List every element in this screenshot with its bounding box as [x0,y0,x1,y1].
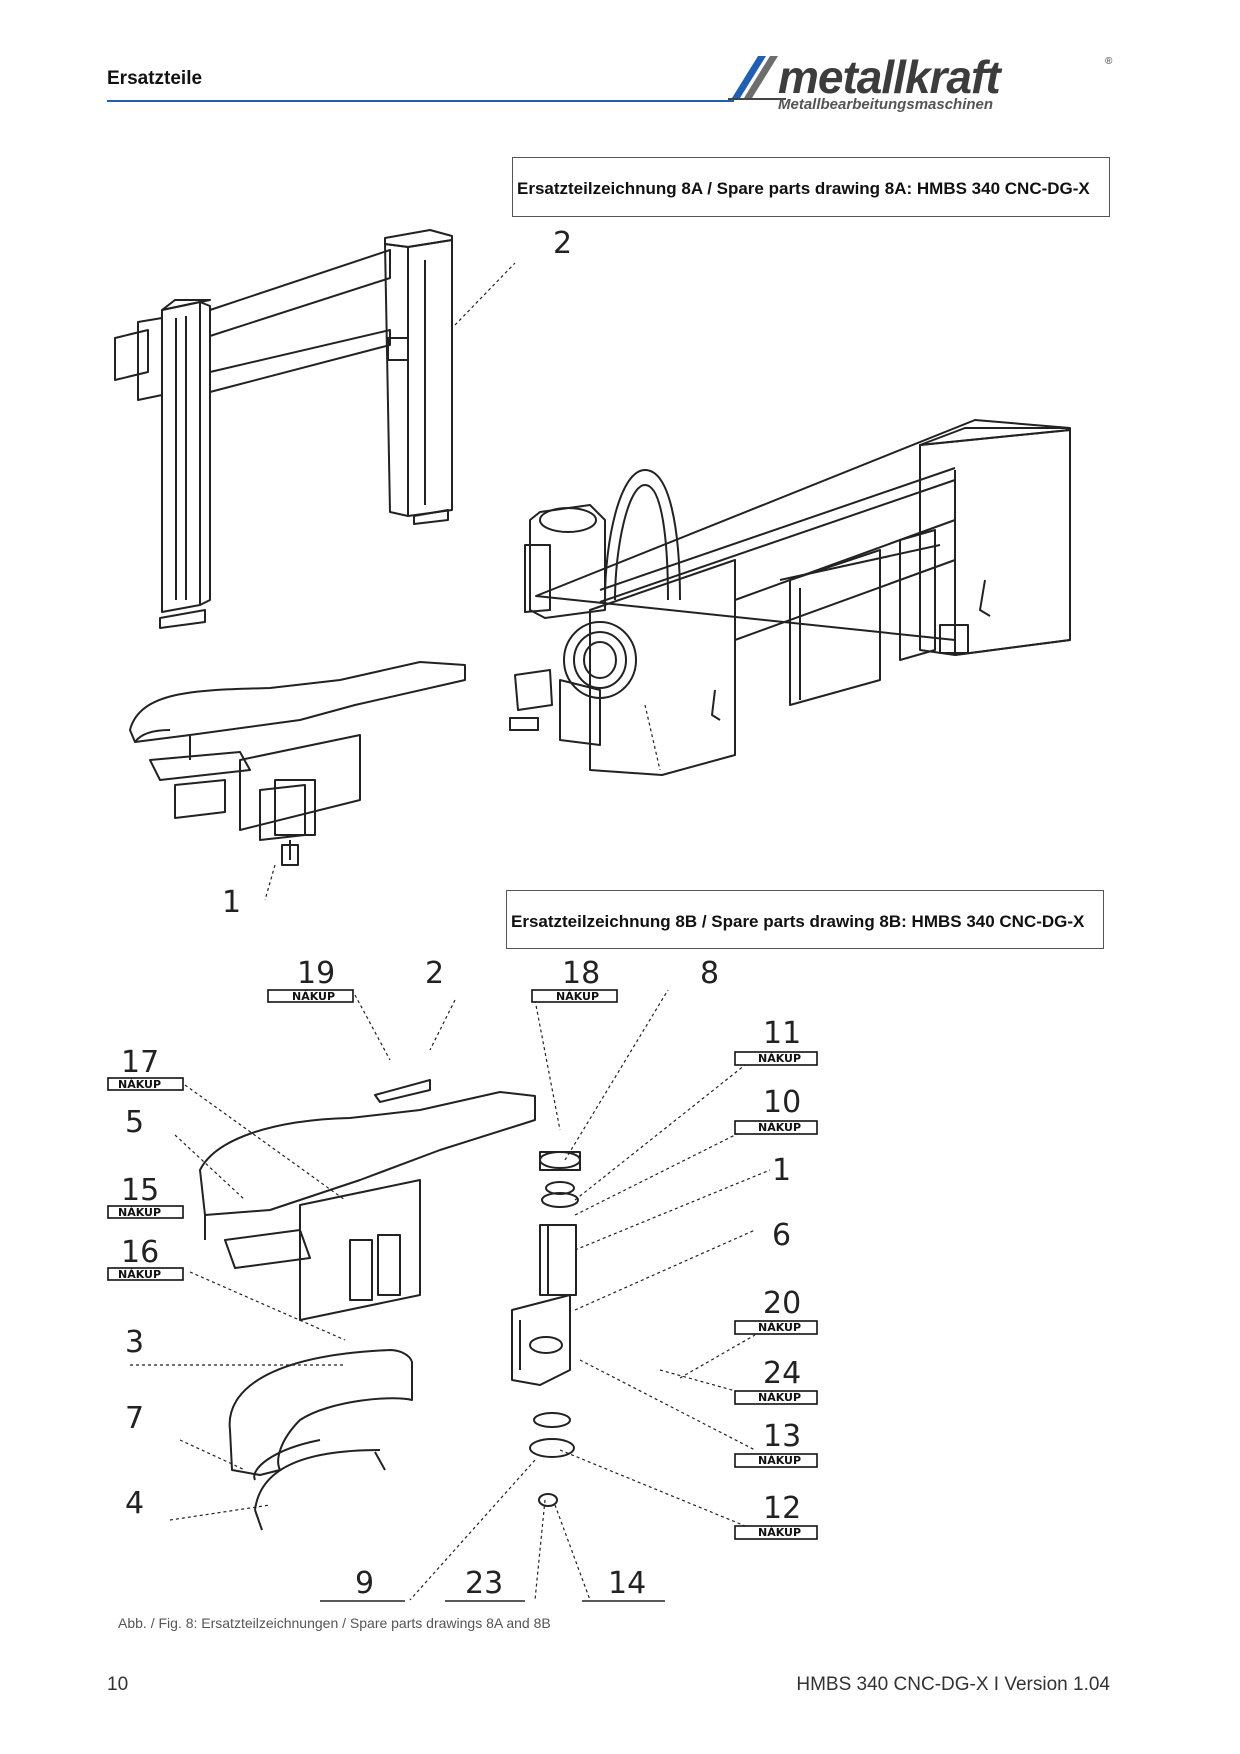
nakup-label: NÁKUP [758,1052,801,1065]
nakup-tag-20: NÁKUP [734,1320,818,1335]
callout-19: 19 [297,956,335,991]
callout-18: 18 [562,956,600,991]
logo-registered: ® [1105,56,1113,67]
nakup-tag-15: NÁKUP [107,1205,184,1219]
nakup-label: NÁKUP [556,990,599,1003]
drawing-8a-title: Ersatzteilzeichnung 8A / Spare parts dra… [512,157,1110,217]
callout-12: 12 [763,1491,801,1526]
nakup-label: NÁKUP [118,1268,161,1281]
exploded-bearing-stack [511,1151,581,1507]
callout-17: 17 [121,1045,159,1080]
document-version: HMBS 340 CNC-DG-X I Version 1.04 [796,1674,1110,1695]
callout-3: 3 [125,1325,144,1360]
nakup-tag-11: NÁKUP [734,1051,818,1066]
callout-1: 1 [772,1153,791,1188]
callout-5: 5 [125,1105,144,1140]
metallkraft-logo: metallkraft ® Metallbearbeitungsmaschine… [728,51,1113,118]
exploded-table [199,1079,536,1531]
callout-23: 23 [465,1566,503,1601]
callout-4: 4 [125,1486,144,1521]
callout-15: 15 [121,1173,159,1208]
callout-13: 13 [763,1419,801,1454]
nakup-label: NÁKUP [758,1454,801,1467]
saw-head-assembly [509,419,1071,776]
logo-mark-icon [728,56,786,100]
nakup-label: NÁKUP [758,1391,801,1404]
gantry-frame [114,229,453,629]
nakup-tag-18: NÁKUP [531,989,618,1003]
callout-2: 2 [425,956,444,991]
nakup-tag-10: NÁKUP [734,1120,818,1135]
callout-20: 20 [763,1286,801,1321]
page-number: 10 [107,1674,129,1695]
nakup-label: NÁKUP [118,1206,161,1219]
nakup-label: NÁKUP [118,1078,161,1091]
callout-24: 24 [763,1356,801,1391]
callout-8a-2: 2 [553,226,572,261]
section-title: Ersatzteile [107,68,203,89]
callout-14: 14 [608,1566,646,1601]
callout-leaders [130,262,771,1601]
callout-16: 16 [121,1235,159,1270]
callout-10: 10 [763,1085,801,1120]
nakup-tag-24: NÁKUP [734,1390,818,1405]
callout-11: 11 [763,1016,801,1051]
nakup-label: NÁKUP [758,1121,801,1134]
nakup-tag-12: NÁKUP [734,1525,818,1540]
nakup-tag-19: NÁKUP [267,989,354,1003]
swivel-table [129,661,466,866]
nakup-tag-17: NÁKUP [107,1077,184,1091]
nakup-label: NÁKUP [292,990,335,1003]
callout-8a-1: 1 [222,885,241,920]
drawing-8b-title: Ersatzteilzeichnung 8B / Spare parts dra… [506,890,1104,949]
nakup-tag-16: NÁKUP [107,1267,184,1281]
nakup-label: NÁKUP [758,1526,801,1539]
callout-6: 6 [772,1218,791,1253]
logo-wordmark: metallkraft [778,51,1001,103]
nakup-tag-13: NÁKUP [734,1453,818,1468]
header-rule [107,100,734,102]
nakup-label: NÁKUP [758,1321,801,1334]
callout-8: 8 [700,956,719,991]
logo-subtitle: Metallbearbeitungsmaschinen [778,96,994,113]
figure-caption: Abb. / Fig. 8: Ersatzteilzeichnungen / S… [118,1615,551,1631]
callout-7: 7 [125,1401,144,1436]
callout-9: 9 [355,1566,374,1601]
